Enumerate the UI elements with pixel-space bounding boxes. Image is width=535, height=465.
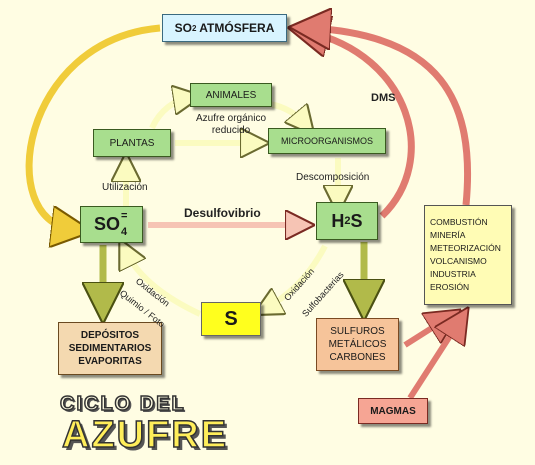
depositos-line-1: DEPÓSITOS — [80, 330, 140, 341]
so4-sub: 4 — [121, 225, 128, 238]
so2-rest: ATMÓSFERA — [196, 21, 275, 35]
title-line-1: CICLO DEL — [59, 392, 186, 416]
arrow-h2s-to-s — [266, 244, 328, 308]
h2s-sub: 2 — [344, 215, 351, 227]
node-microorganismos: MICROORGANISMOS — [268, 128, 386, 154]
depositos-line-3: EVAPORITAS — [78, 356, 142, 367]
arrow-magmas-to-fuentes — [407, 322, 459, 400]
sulfuros-line-3: CARBONES — [329, 352, 386, 363]
arrow-h2s-to-so2 — [308, 32, 415, 219]
label-desulfovibrio: Desulfovibrio — [184, 206, 261, 220]
arrow-so2-to-so4 — [25, 24, 161, 229]
node-plantas: PLANTAS — [93, 129, 171, 157]
arrow-animales-to-micro — [269, 101, 305, 124]
fuentes-erosion: EROSIÓN — [430, 282, 470, 292]
so2-main: SO — [174, 21, 192, 35]
h2s-s: S — [350, 210, 363, 231]
label-descomposicion: Descomposición — [296, 172, 370, 183]
fuentes-meteorizacion: METEORIZACIÓN — [430, 243, 501, 253]
magmas-label: MAGMAS — [370, 405, 416, 417]
animales-label: ANIMALES — [205, 89, 257, 101]
node-fuentes: COMBUSTIÓN MINERÍA METEORIZACIÓN VOLCANI… — [424, 205, 512, 305]
node-magmas: MAGMAS — [358, 398, 428, 424]
label-azufre-organico: Azufre orgánico reducido — [190, 113, 272, 137]
so4-sup: = — [121, 209, 128, 222]
depositos-line-2: SEDIMENTARIOS — [68, 343, 152, 354]
arrow-fuentes-to-so2 — [310, 28, 472, 206]
node-so4: SO = 4 — [80, 206, 143, 243]
label-dms: DMS — [371, 92, 396, 104]
fuentes-industria: INDUSTRIA — [430, 269, 476, 279]
microorganismos-label: MICROORGANISMOS — [280, 136, 373, 146]
node-sulfuros: SULFUROS METÁLICOS CARBONES — [316, 318, 399, 371]
arrow-plantas-to-animales — [149, 98, 188, 130]
so4-main: SO — [93, 214, 120, 234]
so2-sub: 2 — [191, 23, 197, 33]
plantas-label: PLANTAS — [109, 137, 155, 149]
label-utilizacion: Utilización — [102, 182, 148, 193]
arrow-sulfuros-to-fuentes — [403, 319, 446, 348]
s-label: S — [224, 307, 238, 330]
fuentes-volcanismo: VOLCANISMO — [430, 256, 487, 266]
title-line-2: AZUFRE — [61, 413, 229, 457]
fuentes-mineria: MINERÍA — [430, 230, 466, 240]
azufre-organico-line-2: reducido — [211, 125, 251, 136]
arrow-s-to-so4 — [126, 252, 202, 317]
fuentes-combustion: COMBUSTIÓN — [430, 217, 488, 227]
sulfuros-line-1: SULFUROS — [330, 326, 385, 337]
sulfuros-line-2: METÁLICOS — [328, 339, 387, 350]
h2s-h: H — [331, 210, 345, 231]
node-s: S — [201, 302, 261, 336]
node-depositos: DEPÓSITOS SEDIMENTARIOS EVAPORITAS — [58, 322, 162, 375]
node-animales: ANIMALES — [190, 83, 272, 107]
azufre-organico-line-1: Azufre orgánico — [195, 113, 267, 124]
